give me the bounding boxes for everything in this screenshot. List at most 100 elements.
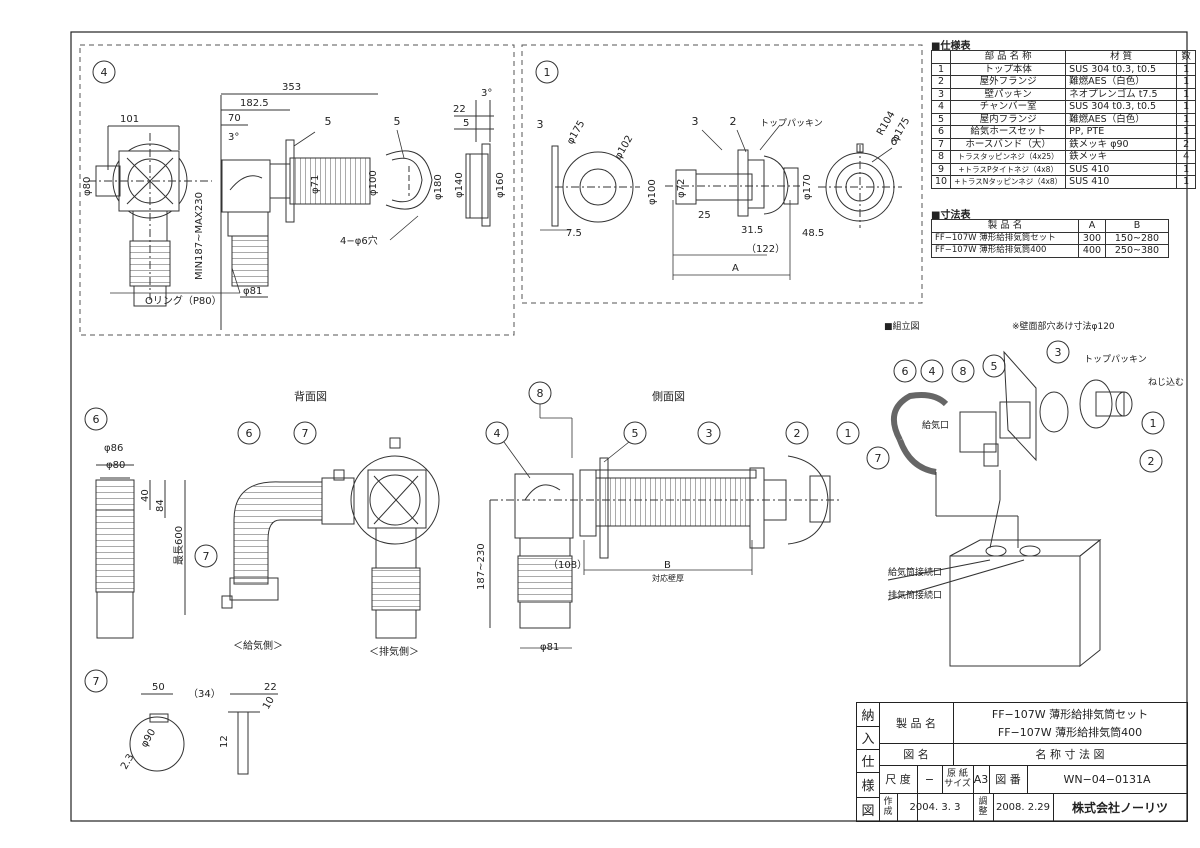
paper-value: A3 [973,772,989,786]
detail-frame-4 [79,44,515,336]
detail-7 [84,669,278,775]
wall-thickness-label: 対応壁厚 [652,573,684,583]
dim-table-header: 製 品 名 A B [931,219,1169,233]
exhaust-connection-label: 排気筒接続口 [888,589,942,601]
dim-34: （34） [188,688,221,700]
product-name-1: FF−107W 薄形給排気筒セット [991,708,1149,721]
dim-phi180: φ180 [433,174,444,200]
dim-phi86: φ86 [104,443,123,454]
dim-3deg-2: 3° [481,88,492,99]
dim-182-5: 182.5 [240,98,269,109]
spec-header-qty: 数 [1176,50,1197,64]
dim-10: 10 [261,695,277,712]
dim-phi90: φ90 [139,727,158,749]
callout-6c: 6 [246,427,253,440]
callout-5: 5 [325,115,332,128]
top-packing-label-2: トップパッキン [1084,354,1147,365]
dim-25: 25 [698,210,711,221]
dim-84: 84 [155,499,166,512]
callout-7: 7 [302,427,309,440]
callout-3c: 3 [706,427,713,440]
dim-phi80-b: φ80 [106,460,125,471]
back-view-title: 背面図 [294,389,327,403]
dim-phi100: φ100 [368,170,379,196]
callout-5b: 5 [394,115,401,128]
dim-5: 5 [463,118,469,129]
title-side-char: 仕 [861,755,875,770]
dim-22: 22 [453,104,466,115]
dim-phi71: φ71 [310,175,321,194]
drawing-number: WN−04−0131A [1063,772,1151,786]
dim-phi80: φ80 [82,177,93,196]
dim-50: 50 [152,682,165,693]
dim-2-3: 2.3 [119,752,136,771]
detail-4-leaders [110,129,419,294]
made-label: 作 成 [883,797,893,817]
callout-4c: 4 [929,365,936,378]
detail-4 [88,60,494,330]
dim-phi72: φ72 [676,179,687,198]
callout-5c: 5 [632,427,639,440]
dim-12: 12 [219,735,230,748]
exhaust-side-label: ＜排気側＞ [369,645,419,658]
drawing-label: 図 名 [903,748,929,761]
dim-122: （122） [746,243,785,255]
dim-phi102: φ102 [613,134,635,162]
callout-1c: 1 [1150,417,1157,430]
number-label: 図 番 [995,773,1021,786]
dim-header-name: 製 品 名 [931,219,1079,233]
title-side-char: 様 [861,779,875,794]
dim-353: 353 [282,82,301,93]
dim-101: 101 [120,114,139,125]
dim-22-b: 22 [264,682,277,693]
callout-7c: 7 [93,675,100,688]
top-packing-label: トップパッキン [760,118,823,129]
title-side-char: 入 [861,732,875,747]
dim-70: 70 [228,113,241,124]
dim-A: A [732,263,739,274]
callout-8b: 8 [960,365,967,378]
hose-length-label: 最長600 [173,526,185,565]
title-side-char: 図 [861,803,875,819]
spec-header-name: 部 品 名 称 [950,50,1067,64]
dim-48-5: 48.5 [802,228,824,239]
callout-1: 1 [544,66,551,79]
paper-label: 原 紙 サイズ [944,769,971,789]
callout-6: 6 [891,135,898,148]
oring-label: Oリング（P80） [145,294,222,307]
detail-1-leaders [540,124,893,280]
callout-numbers: 4 5 5 1 3 3 2 6 6 6 7 7 8 4 5 3 2 1 7 3 … [93,66,1157,688]
product-label: 製 品 名 [896,717,936,730]
detail-frame-1 [521,44,923,304]
dim-108: （108） [548,559,587,571]
dim-header-a: A [1078,219,1106,233]
company-name: 株式会社ノーリツ [1071,800,1168,815]
callout-3d: 3 [1055,346,1062,359]
spec-table-header: 部 品 名 称 材 質 数 [930,50,1197,64]
scale-value: − [924,772,935,786]
screw-in-label: ねじ込む [1148,377,1184,388]
side-view [485,381,860,629]
callout-5d: 5 [991,360,998,373]
callout-4b: 4 [494,427,501,440]
callout-6b: 6 [93,413,100,426]
dim-40: 40 [140,489,151,502]
dim-phi81: φ81 [243,286,262,297]
callout-3b: 3 [692,115,699,128]
product-name-2: FF−107W 薄形給排気筒400 [997,726,1143,739]
side-view-leaders [503,404,753,649]
callout-7d: 7 [875,452,882,465]
callout-7b: 7 [203,550,210,563]
dim-phi100-b: φ100 [647,179,658,205]
made-date: 2004. 3. 3 [909,801,961,813]
side-view-title: 側面図 [652,390,685,403]
